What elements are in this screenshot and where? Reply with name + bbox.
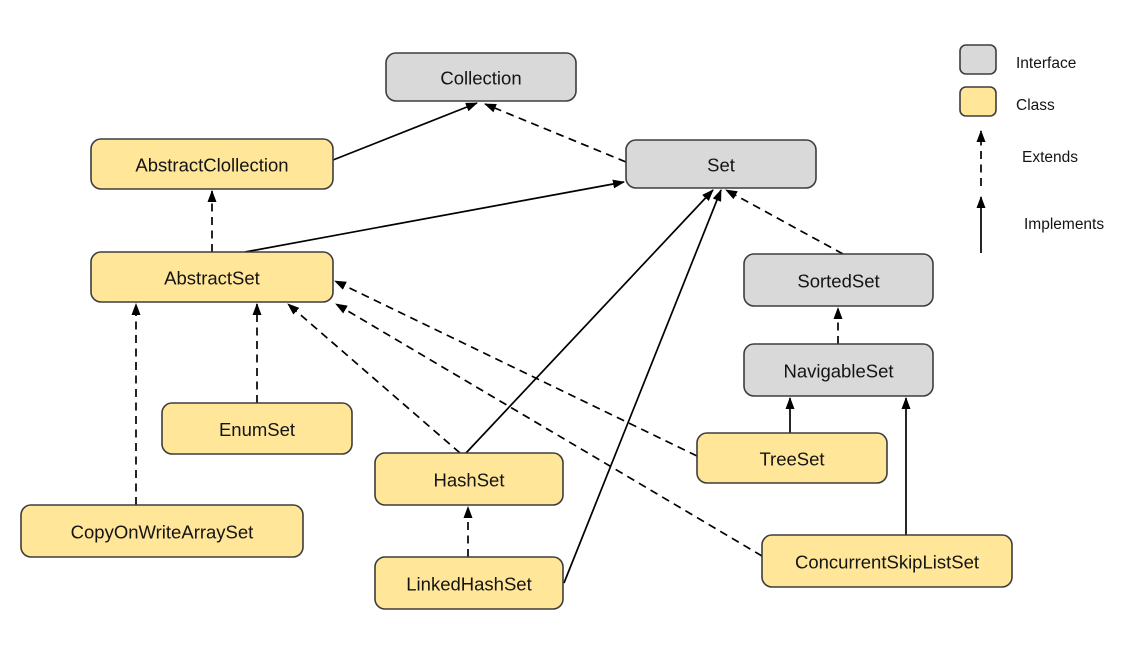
node-abstract-set: AbstractSet xyxy=(90,251,334,303)
legend-swatch-interface xyxy=(959,44,997,75)
node-box-navigable-set xyxy=(743,343,934,397)
node-label-abstract-clollection: AbstractClollection xyxy=(135,155,288,176)
node-box-collection xyxy=(385,52,577,102)
node-box-copy-on-write-array-set xyxy=(20,504,304,558)
node-label-copy-on-write-array-set: CopyOnWriteArraySet xyxy=(71,522,254,543)
edge-concurrent-skip-list-set-extends-abstract-set xyxy=(335,303,763,557)
node-box-abstract-clollection xyxy=(90,138,334,190)
node-label-set: Set xyxy=(707,155,735,176)
legend-label-extends: Extends xyxy=(1022,149,1078,166)
edge-abstract-set-implements-set xyxy=(244,179,625,253)
node-collection: Collection xyxy=(385,52,577,102)
node-box-hash-set xyxy=(374,452,564,506)
node-box-linked-hash-set xyxy=(374,556,564,610)
node-box-tree-set xyxy=(696,432,888,484)
node-label-tree-set: TreeSet xyxy=(759,449,824,470)
node-label-concurrent-skip-list-set: ConcurrentSkipListSet xyxy=(795,552,979,573)
node-box-concurrent-skip-list-set xyxy=(761,534,1013,588)
node-box-abstract-set xyxy=(90,251,334,303)
node-box-enum-set xyxy=(161,402,353,455)
legend-item-extends: Extends xyxy=(976,130,1078,186)
node-label-abstract-set: AbstractSet xyxy=(164,268,260,289)
node-label-collection: Collection xyxy=(440,68,521,89)
node-box-sorted-set xyxy=(743,253,934,307)
node-label-navigable-set: NavigableSet xyxy=(783,361,893,382)
node-copy-on-write-array-set: CopyOnWriteArraySet xyxy=(20,504,304,558)
node-label-hash-set: HashSet xyxy=(434,470,505,491)
node-label-enum-set: EnumSet xyxy=(219,419,295,440)
node-abstract-clollection: AbstractClollection xyxy=(90,138,334,190)
legend-item-class: Class xyxy=(959,86,1055,117)
node-linked-hash-set: LinkedHashSet xyxy=(374,556,564,610)
legend-label-interface: Interface xyxy=(1016,55,1076,72)
legend-swatch-class xyxy=(959,86,997,117)
legend-item-implements: Implements xyxy=(976,196,1104,253)
node-navigable-set: NavigableSet xyxy=(743,343,934,397)
node-set: Set xyxy=(625,139,817,189)
edge-set-extends-collection xyxy=(484,103,627,163)
node-enum-set: EnumSet xyxy=(161,402,353,455)
edge-hash-set-extends-abstract-set xyxy=(287,303,461,454)
node-label-linked-hash-set: LinkedHashSet xyxy=(406,574,531,595)
edges-layer xyxy=(131,102,911,584)
node-concurrent-skip-list-set: ConcurrentSkipListSet xyxy=(761,534,1013,588)
edge-abstract-clollection-implements-collection xyxy=(332,102,478,161)
node-hash-set: HashSet xyxy=(374,452,564,506)
node-label-sorted-set: SortedSet xyxy=(797,271,879,292)
legend-label-implements: Implements xyxy=(1024,216,1104,233)
legend-label-class: Class xyxy=(1016,97,1055,114)
legend-item-interface: Interface xyxy=(959,44,1076,75)
node-tree-set: TreeSet xyxy=(696,432,888,484)
node-sorted-set: SortedSet xyxy=(743,253,934,307)
edge-linked-hash-set-implements-set xyxy=(563,189,722,584)
edge-hash-set-implements-set xyxy=(465,189,714,454)
node-box-set xyxy=(625,139,817,189)
edge-tree-set-extends-abstract-set xyxy=(334,280,698,457)
edge-sorted-set-extends-set xyxy=(725,189,844,255)
